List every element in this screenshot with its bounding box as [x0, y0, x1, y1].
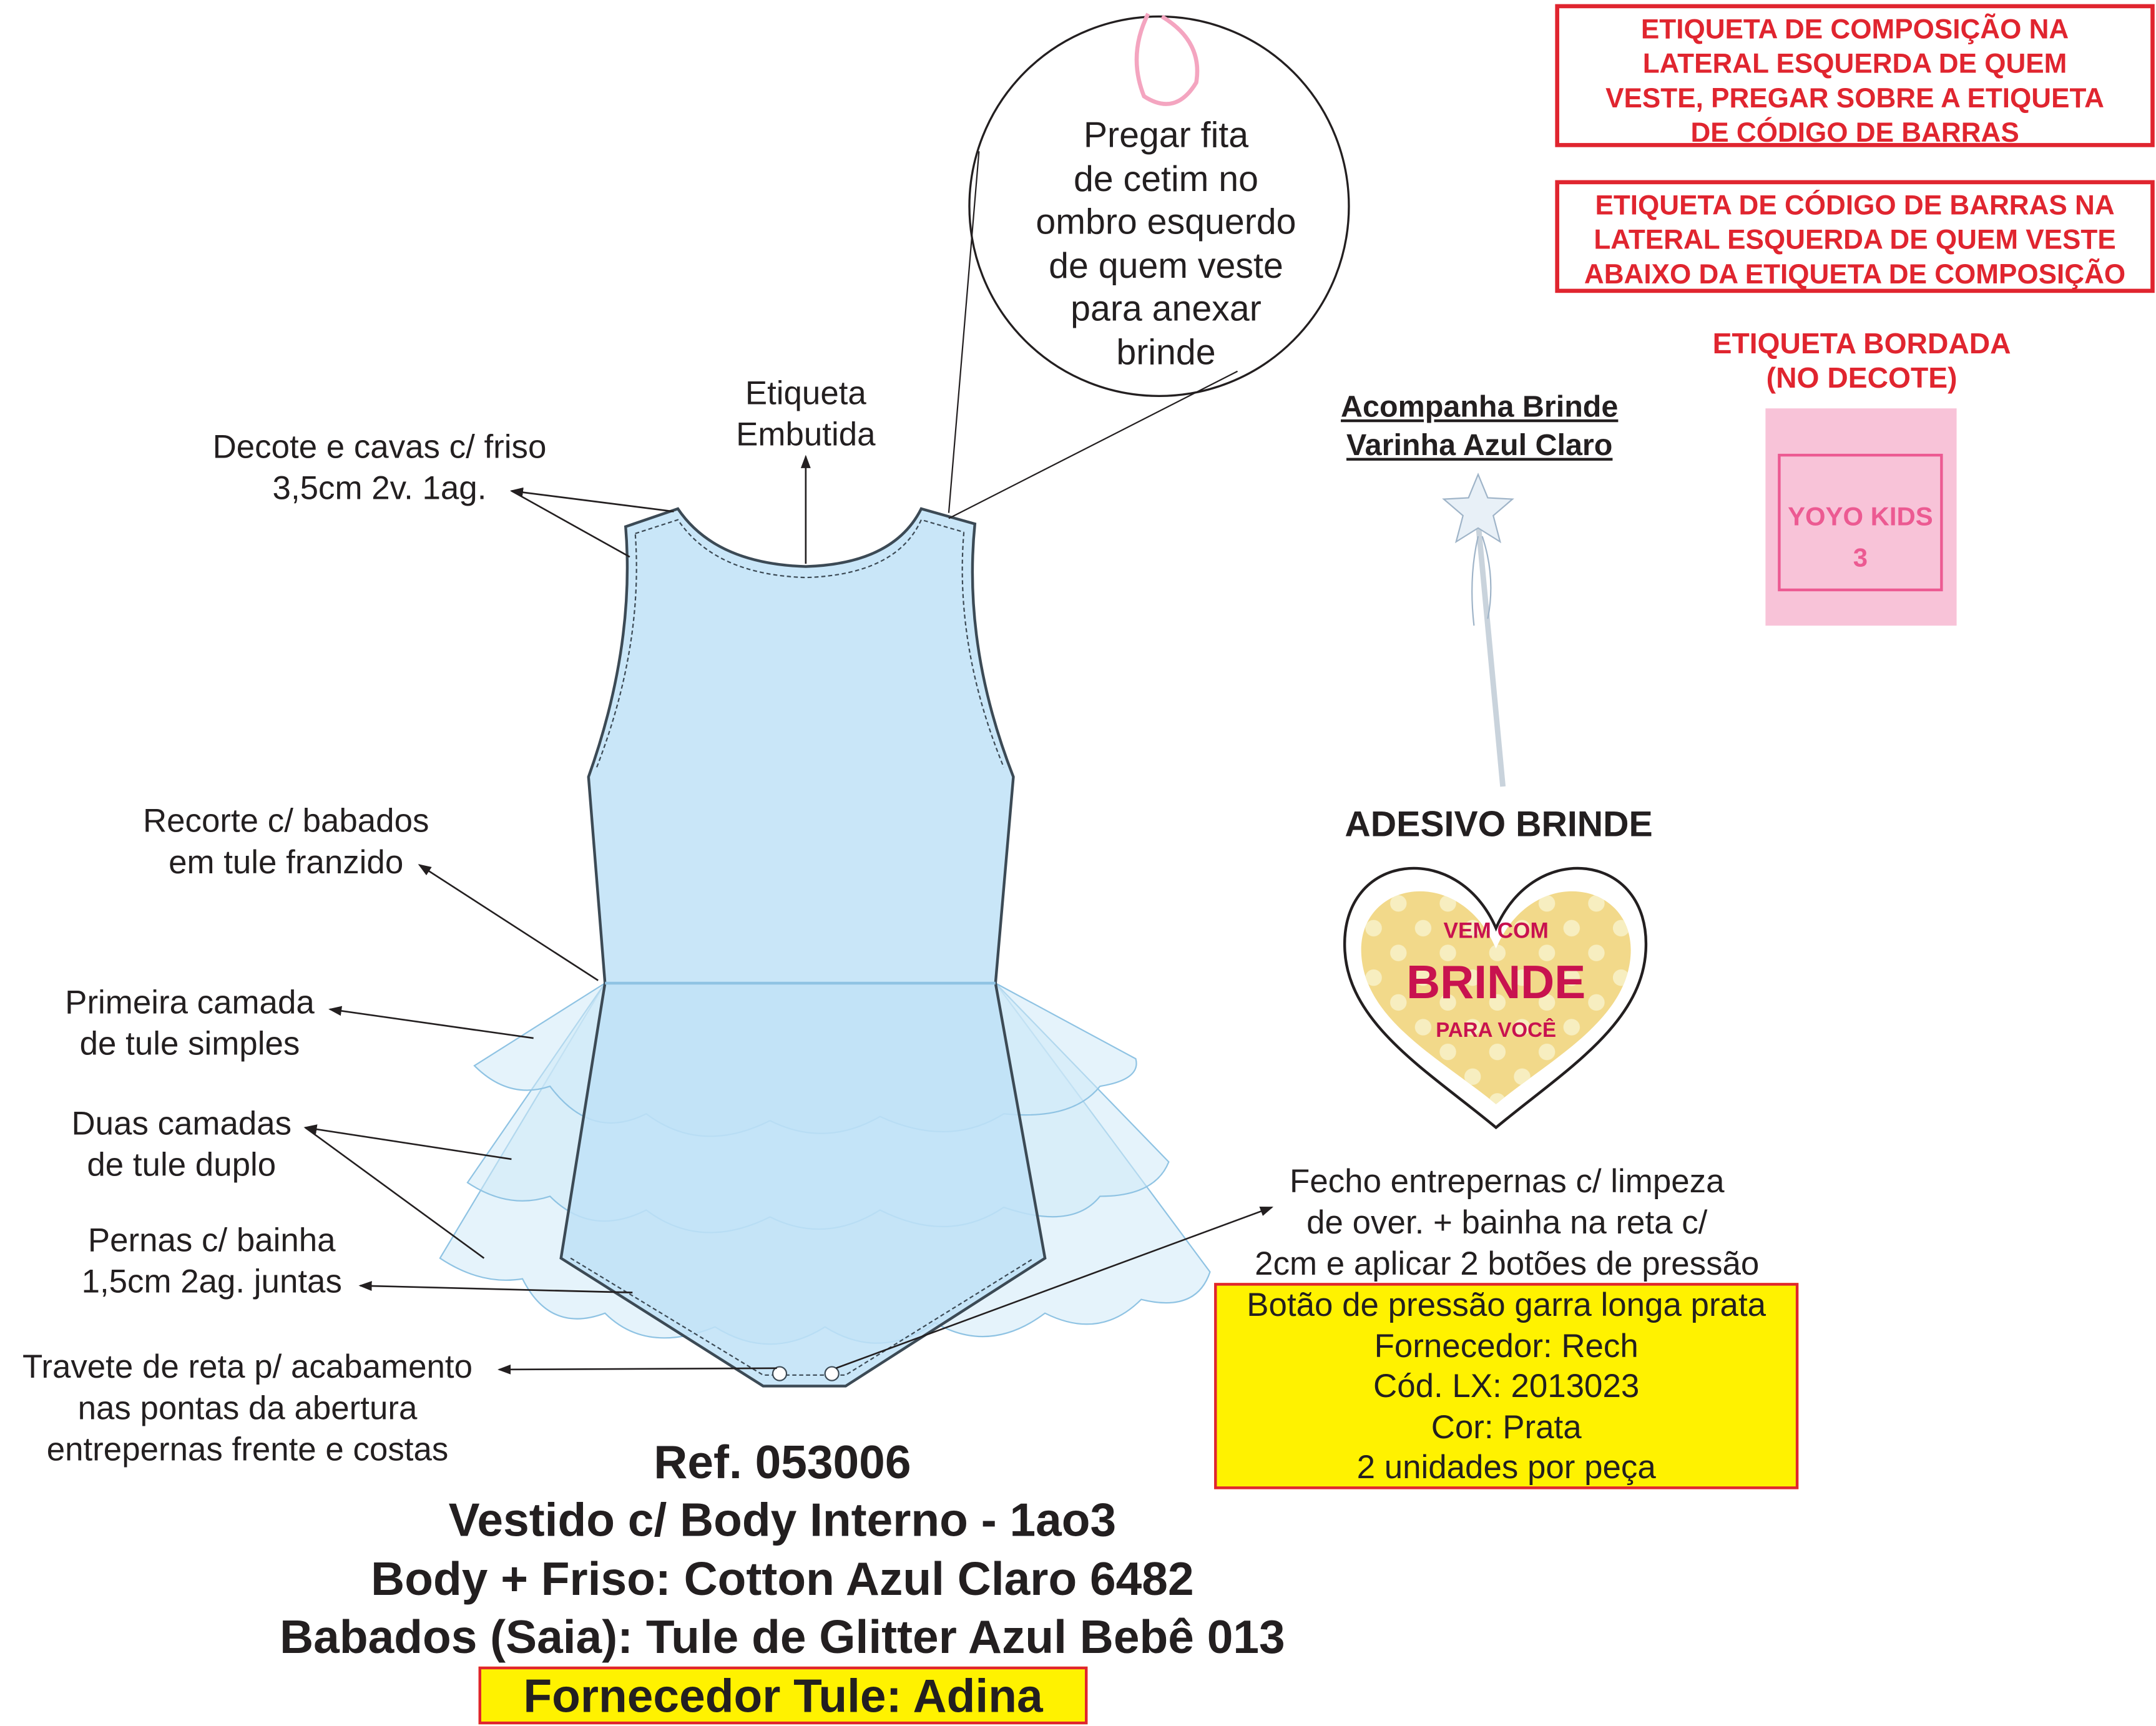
fornecedor-tule: Fornecedor Tule: Adina: [478, 1666, 1088, 1725]
detail-circle: [968, 15, 1350, 398]
ribbon-icon: [1134, 12, 1200, 106]
adesivo-title: ADESIVO BRINDE: [1345, 803, 1653, 845]
snap-button-icon: [772, 1366, 788, 1381]
snap-button-icon: [824, 1366, 840, 1381]
wand-icon: [1442, 473, 1514, 787]
sticker-line-3: PARA VOCÊ: [1436, 1019, 1557, 1042]
heart-sticker: [1343, 866, 1647, 1130]
sticker-line-2: BRINDE: [1406, 957, 1586, 1009]
note-bordada: ETIQUETA BORDADA(NO DECOTE): [1712, 328, 2011, 395]
body: [559, 507, 1047, 1388]
sticker-line-1: VEM COM: [1443, 919, 1549, 944]
